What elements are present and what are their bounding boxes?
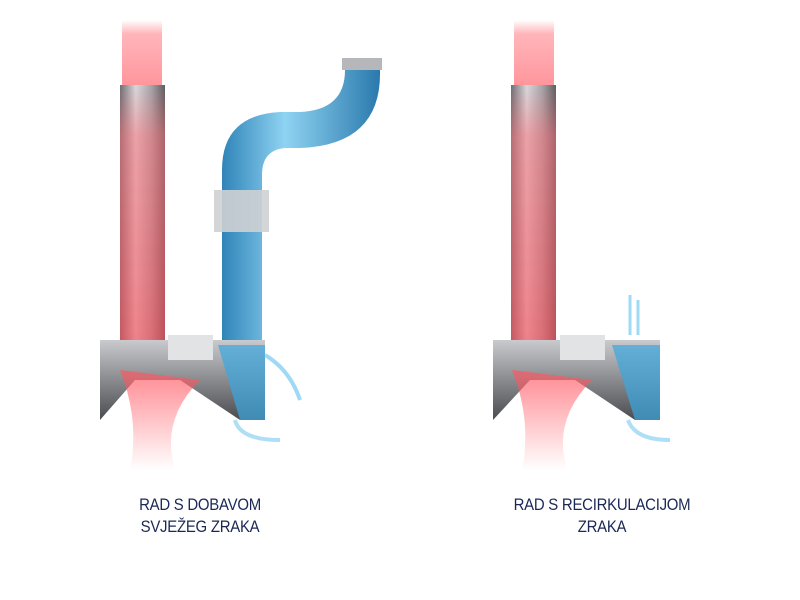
fresh-air-flow bbox=[263, 353, 302, 401]
supply-air-hood-diagram bbox=[100, 20, 382, 470]
fan-unit bbox=[214, 190, 269, 232]
duct-cap bbox=[342, 58, 382, 70]
caption-line: RAD S RECIRKULACIJOM bbox=[513, 495, 691, 514]
hot-air-flow bbox=[120, 370, 200, 470]
exhaust-plume bbox=[122, 20, 162, 90]
exhaust-plume bbox=[514, 20, 554, 90]
hot-air-flow bbox=[512, 370, 592, 470]
caption-line: SVJEŽEG ZRAKA bbox=[140, 517, 260, 536]
caption-supply-air: RAD S DOBAVOM SVJEŽEG ZRAKA bbox=[86, 494, 315, 538]
supply-duct bbox=[222, 70, 381, 340]
recirculation-flow bbox=[628, 295, 640, 335]
caption-recirculation: RAD S RECIRKULACIJOM ZRAKA bbox=[488, 494, 717, 538]
caption-line: RAD S DOBAVOM bbox=[139, 495, 261, 514]
recirculation-hood-diagram bbox=[493, 20, 671, 470]
caption-line: ZRAKA bbox=[577, 517, 627, 536]
